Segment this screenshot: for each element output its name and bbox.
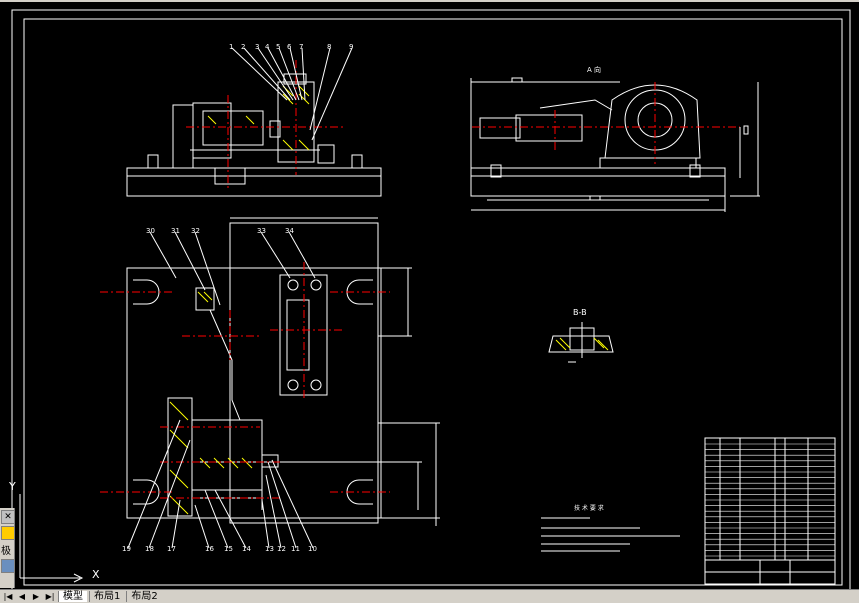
toolbar-label: 极	[1, 546, 11, 557]
front-view	[126, 73, 382, 197]
next-tab-button[interactable]: ▶	[32, 592, 40, 601]
floating-toolbar: ✕ 极	[0, 508, 15, 588]
side-view-centerlines	[472, 82, 740, 164]
ucs-y-label: Y	[9, 480, 16, 493]
toolbar-button-1[interactable]	[1, 526, 15, 540]
plan-view-leaders	[127, 231, 316, 549]
view-a-label: A 向	[587, 66, 602, 74]
side-view-dimensions	[470, 77, 760, 212]
window-top-edge	[0, 0, 859, 2]
last-tab-button[interactable]: ▶|	[45, 592, 55, 601]
first-tab-button[interactable]: |◀	[3, 592, 13, 601]
front-view-centerlines	[186, 60, 345, 190]
parts-list-rows	[705, 443, 835, 557]
front-view-leaders	[231, 47, 353, 141]
section-bb-title: B-B	[573, 308, 587, 317]
toolbar-button-2[interactable]	[1, 559, 15, 573]
section-bb-hatch	[555, 337, 609, 351]
technical-notes-title: 技 术 要 求	[574, 505, 604, 512]
plan-view-dimensions	[230, 217, 440, 526]
prev-tab-button[interactable]: ◀	[18, 592, 26, 601]
side-view	[470, 84, 726, 197]
technical-notes	[541, 517, 680, 552]
layout-tab-bar: |◀ ◀ ▶ ▶| 模型 布局1 布局2	[0, 589, 859, 603]
tab-layout2[interactable]: 布局2	[126, 591, 161, 602]
drawing-frame-inner	[23, 18, 843, 586]
drawing-frame-outer	[11, 9, 851, 595]
tab-layout1[interactable]: 布局1	[89, 591, 124, 602]
plan-view-centerlines	[100, 262, 390, 499]
close-icon[interactable]: ✕	[1, 510, 15, 524]
ucs-x-label: X	[92, 568, 100, 581]
section-bb	[548, 322, 614, 363]
ucs-icon	[19, 494, 84, 583]
plan-view-hatch	[169, 291, 253, 515]
tab-model[interactable]: 模型	[58, 591, 87, 602]
plan-view	[126, 222, 382, 524]
